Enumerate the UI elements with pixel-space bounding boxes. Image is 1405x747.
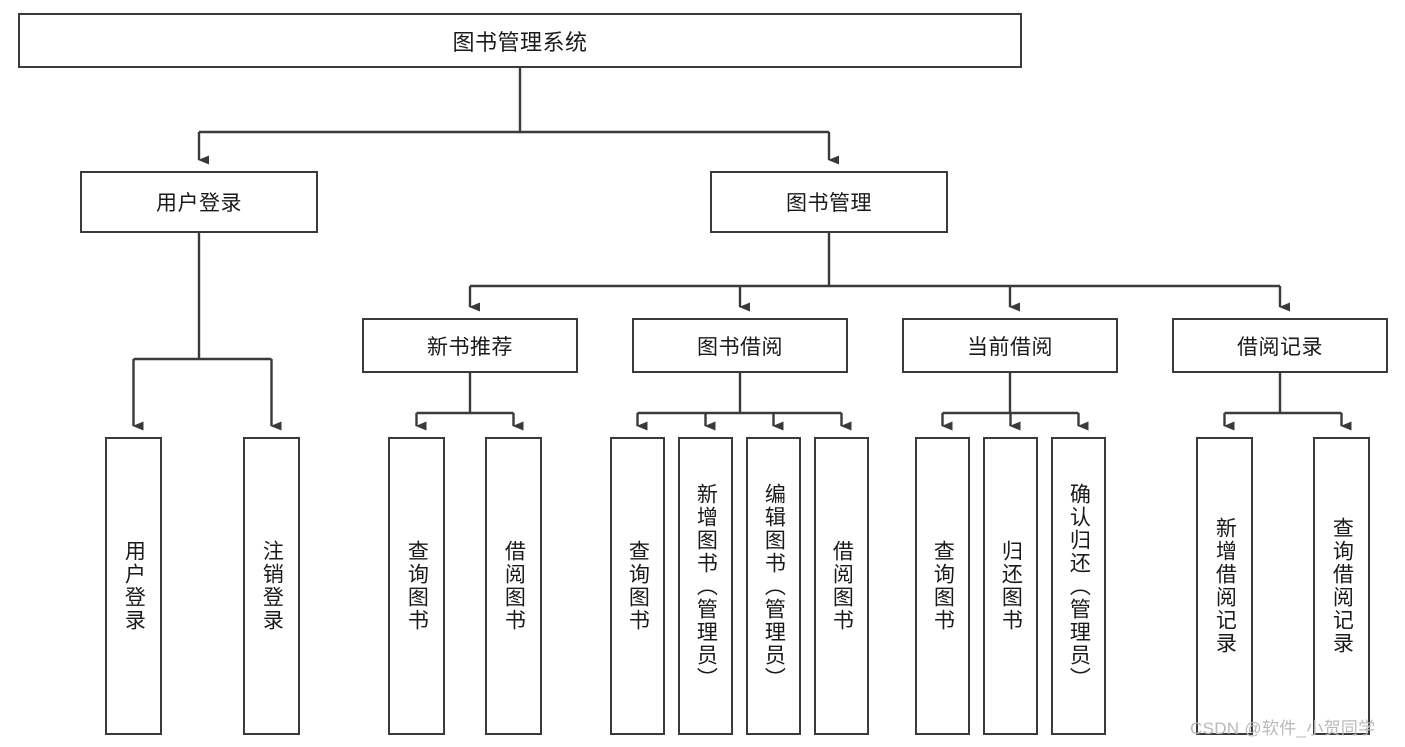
- node-label-leaf-bb-query: 查询图书: [626, 540, 650, 632]
- node-new-book-rec[interactable]: 新书推荐: [362, 318, 578, 373]
- node-borrow-record[interactable]: 借阅记录: [1172, 318, 1388, 373]
- node-label-user-login: 用户登录: [156, 192, 242, 215]
- node-leaf-bb-query[interactable]: 查询图书: [610, 437, 665, 735]
- node-leaf-cb-query[interactable]: 查询图书: [915, 437, 970, 735]
- node-label-leaf-bb-borrow: 借阅图书: [830, 540, 854, 632]
- node-leaf-br-query[interactable]: 查询借阅记录: [1313, 437, 1370, 735]
- node-label-book-borrow: 图书借阅: [697, 335, 783, 359]
- node-label-leaf-user-logout: 注销登录: [260, 540, 284, 632]
- node-label-leaf-cb-return: 归还图书: [999, 540, 1023, 632]
- node-leaf-br-add[interactable]: 新增借阅记录: [1196, 437, 1253, 735]
- node-book-manage[interactable]: 图书管理: [710, 171, 948, 233]
- node-leaf-cb-confirm[interactable]: 确认归还（管理员）: [1051, 437, 1106, 735]
- node-label-leaf-rec-borrow: 借阅图书: [502, 540, 526, 632]
- node-label-leaf-br-add: 新增借阅记录: [1213, 517, 1237, 655]
- node-label-new-book-rec: 新书推荐: [427, 335, 513, 359]
- node-label-borrow-record: 借阅记录: [1237, 335, 1323, 359]
- node-leaf-rec-query[interactable]: 查询图书: [388, 437, 445, 735]
- node-leaf-bb-edit[interactable]: 编辑图书（管理员）: [746, 437, 801, 735]
- node-root[interactable]: 图书管理系统: [18, 13, 1022, 68]
- node-label-leaf-cb-confirm: 确认归还（管理员）: [1067, 482, 1091, 690]
- node-leaf-cb-return[interactable]: 归还图书: [983, 437, 1038, 735]
- node-label-leaf-bb-add: 新增图书（管理员）: [694, 482, 718, 690]
- node-book-borrow[interactable]: 图书借阅: [632, 318, 848, 373]
- node-label-leaf-cb-query: 查询图书: [931, 540, 955, 632]
- node-user-login[interactable]: 用户登录: [80, 171, 318, 233]
- watermark-label: CSDN @软件_小贺同学: [1190, 719, 1376, 738]
- node-leaf-bb-borrow[interactable]: 借阅图书: [814, 437, 869, 735]
- node-label-current-borrow: 当前借阅: [967, 335, 1053, 359]
- node-label-leaf-rec-query: 查询图书: [405, 540, 429, 632]
- node-label-root: 图书管理系统: [452, 29, 588, 55]
- node-leaf-rec-borrow[interactable]: 借阅图书: [485, 437, 542, 735]
- node-label-leaf-bb-edit: 编辑图书（管理员）: [762, 482, 786, 690]
- node-label-leaf-user-login: 用户登录: [122, 540, 146, 632]
- node-leaf-user-login[interactable]: 用户登录: [105, 437, 162, 735]
- node-label-leaf-br-query: 查询借阅记录: [1330, 517, 1354, 655]
- node-leaf-bb-add[interactable]: 新增图书（管理员）: [678, 437, 733, 735]
- node-leaf-user-logout[interactable]: 注销登录: [243, 437, 300, 735]
- node-current-borrow[interactable]: 当前借阅: [902, 318, 1118, 373]
- node-label-book-manage: 图书管理: [786, 192, 872, 215]
